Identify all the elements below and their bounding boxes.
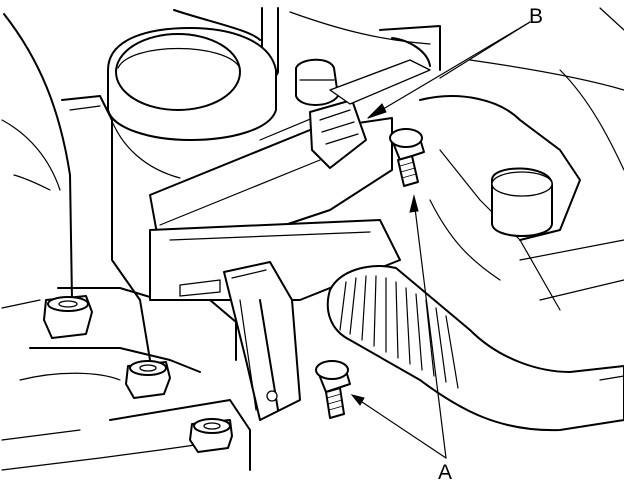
left-nut-lower xyxy=(189,418,233,453)
leader-b xyxy=(367,21,531,119)
bolt-a-lower-icon xyxy=(315,360,351,419)
left-nut-middle xyxy=(125,360,171,399)
bolt-a-upper-icon xyxy=(389,128,425,187)
reservoir-cap xyxy=(107,27,277,179)
left-nut-upper xyxy=(43,295,93,339)
callout-label-a: A xyxy=(438,461,453,484)
right-side-body xyxy=(419,95,624,311)
connector-housing xyxy=(149,37,431,251)
corrugated-hose xyxy=(326,265,624,432)
callout-label-b: B xyxy=(529,5,544,28)
leader-a xyxy=(350,194,447,459)
